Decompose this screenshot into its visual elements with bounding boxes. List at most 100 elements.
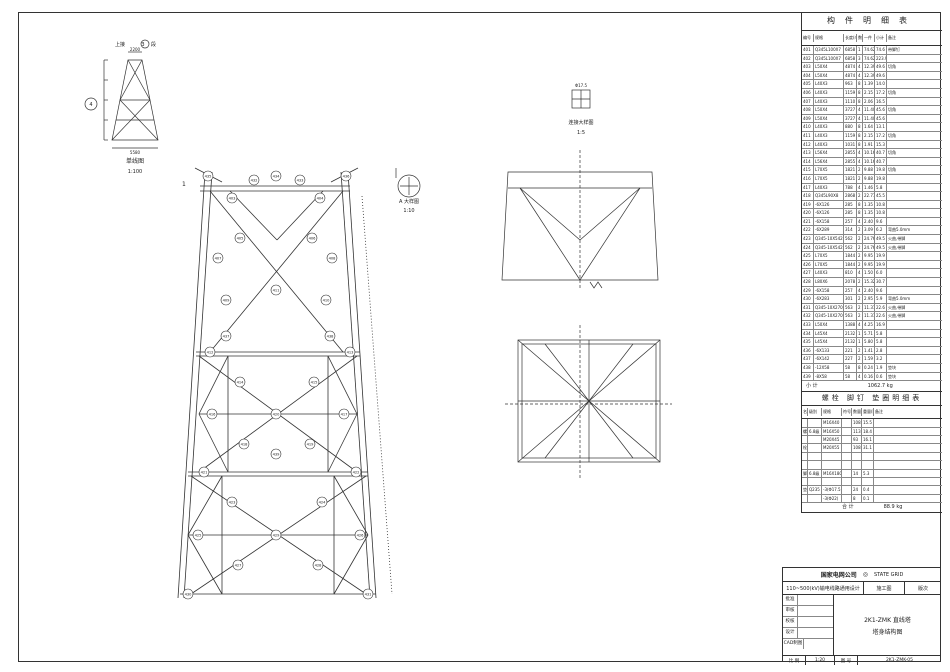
table-cell: 1.50	[863, 269, 875, 278]
company-name: 国家电网公司	[820, 572, 857, 579]
part-callout-label: 438	[327, 335, 335, 339]
table-cell: 414	[802, 157, 814, 166]
part-callout-circle	[320, 294, 332, 306]
part-callout-label: 433	[297, 179, 304, 183]
table-cell	[874, 453, 942, 460]
table-cell: 1388	[845, 321, 857, 329]
table-row	[802, 452, 942, 462]
title-block: 国家电网公司 ◎ STATE GRID 110~500(kV)输电线路通用设计 …	[782, 567, 941, 665]
part-callout-label: 427	[235, 564, 242, 568]
table-cell: 93	[852, 435, 862, 444]
part-callout-circle	[220, 330, 232, 342]
part-callout-label: 420	[273, 413, 281, 417]
subtotal-label: 小 计	[806, 383, 818, 390]
bolt-total-value: 88.9 kg	[883, 504, 903, 511]
bolt-header-qty: 数量	[853, 408, 862, 416]
table-cell: 5.71	[863, 329, 875, 338]
table-cell: 18.4	[862, 427, 874, 435]
role-check: 校核	[783, 617, 798, 627]
table-cell	[887, 261, 942, 269]
part-callout-circle	[232, 559, 244, 571]
table-cell	[887, 192, 942, 200]
table-cell: 2	[857, 355, 863, 363]
table-cell: 3727	[845, 106, 857, 114]
part-callout-label: 403	[229, 197, 236, 201]
table-cell: 4874	[845, 71, 857, 80]
table-cell	[802, 435, 808, 444]
table-cell: 45.5	[875, 192, 887, 200]
table-cell: 8	[857, 200, 863, 209]
table-cell: 562	[844, 235, 857, 243]
table-cell: 2	[857, 226, 863, 235]
part-callout-label: 406	[309, 237, 317, 241]
table-cell	[808, 435, 822, 444]
part-callout-circle	[354, 529, 366, 541]
single-line-ref: 4	[89, 102, 92, 108]
table-cell: 403	[802, 63, 814, 71]
table-cell	[842, 486, 852, 494]
table-cell: 2	[857, 278, 863, 286]
table-cell: 9.95	[863, 252, 875, 260]
part-callout-label: 425	[195, 534, 202, 538]
part-callout-circle	[270, 284, 282, 296]
table-cell	[842, 494, 852, 503]
single-line-diagram	[84, 39, 159, 149]
table-cell: 5.80	[863, 338, 875, 346]
table-cell: 1.35	[863, 209, 875, 217]
table-cell: 434	[802, 329, 814, 338]
bolt-header-symbol: 符号	[843, 408, 852, 416]
table-cell: 5.3	[862, 469, 874, 477]
table-cell: 2	[857, 243, 863, 252]
part-callout-label: 405	[237, 237, 244, 241]
part-callout-circle	[220, 294, 232, 306]
state-grid-logo-icon: ◎	[862, 571, 868, 578]
part-callout-circle	[238, 438, 250, 450]
table-row	[802, 461, 942, 470]
table-cell: 4	[857, 321, 863, 329]
table-cell	[808, 494, 822, 503]
table-cell: L56X4	[814, 157, 844, 166]
table-cell: 切角	[888, 150, 896, 156]
project-row: 110~500(kV)输电线路通用设计 施工图 版次	[783, 582, 941, 595]
table-cell	[887, 98, 942, 106]
detail-b-title: 连接大样图	[568, 119, 593, 126]
part-callout-circle	[182, 588, 194, 600]
part-callout-label: 411	[273, 289, 280, 293]
table-cell: 8	[857, 131, 863, 140]
table-cell	[822, 477, 842, 486]
table-cell: 4	[857, 183, 863, 192]
table-cell	[874, 461, 942, 468]
part-callout-label: 418	[241, 443, 249, 447]
header-note: 备注	[888, 35, 896, 41]
table-cell: 10.16	[864, 149, 875, 157]
table-cell: 24	[852, 486, 862, 494]
part-callout-circle	[314, 192, 326, 204]
part-callout-label: 430	[185, 593, 193, 597]
table-cell: 2	[857, 166, 863, 174]
detail-a-scale: 1:10	[403, 208, 414, 214]
table-cell: 1.9	[875, 363, 887, 372]
table-cell: 810	[844, 269, 857, 278]
header-length: 长度(mm)	[844, 34, 857, 42]
table-cell: 0.1	[862, 494, 874, 503]
table-cell	[874, 436, 942, 443]
part-callout-label: 412	[207, 351, 214, 355]
table-cell: M20X55	[822, 444, 842, 452]
header-no: 编号	[802, 34, 814, 42]
role-review: 审核	[783, 606, 798, 616]
part-callout-label: 409	[223, 299, 231, 303]
table-cell: L70X5	[814, 260, 844, 269]
detail-connection	[571, 89, 591, 109]
table-cell	[887, 55, 942, 63]
part-callout-circle	[234, 232, 246, 244]
